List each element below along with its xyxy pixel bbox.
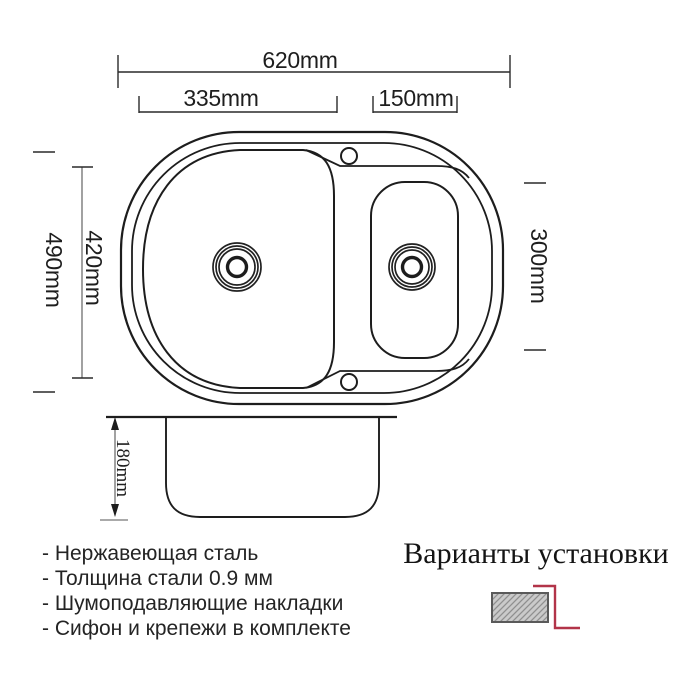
feature-item: - Нержавеющая сталь [42,542,259,565]
feature-item: - Шумоподавляющие накладки [42,592,344,615]
dim-180-label: 180mm [112,439,133,497]
countertop-section [491,592,549,623]
dimension-420: 420mm [72,166,107,379]
sink-side-view [106,415,397,518]
small-bowl-drain [388,243,436,291]
dim-490-label: 490mm [41,232,67,307]
feature-list: - Нержавеющая сталь - Толщина стали 0.9 … [42,541,351,641]
dim-620-label: 620mm [262,47,337,73]
installation-diagram [491,584,580,630]
dim-335-label: 335mm [183,85,258,111]
dim-300-label: 300mm [526,228,552,303]
installation-options-title: Варианты установки [403,537,669,570]
deck-ledge-top [305,149,470,179]
dimension-180: 180mm [100,417,133,521]
small-bowl [370,181,459,359]
dimension-300: 300mm [524,182,552,351]
main-bowl-drain [212,242,262,292]
tap-hole-top [340,147,358,165]
dim-150-label: 150mm [378,85,453,111]
tap-hole-bottom [340,373,358,391]
sink-inner-rim [131,142,493,394]
sink-outer-rim [119,130,505,406]
dimension-490: 490mm [33,151,67,393]
dimension-335: 335mm [138,85,338,113]
main-bowl [141,149,335,389]
mounting-edge-line [533,584,580,630]
feature-item: - Толщина стали 0.9 мм [42,567,273,590]
deck-ledge-bottom [305,358,470,389]
sink-top-view [119,130,505,406]
feature-item: - Сифон и крепежи в комплекте [42,617,351,640]
dimension-620: 620mm [117,47,511,88]
side-bowl-profile [165,417,380,518]
dimension-150: 150mm [372,85,458,113]
dim-420-label: 420mm [81,230,107,305]
